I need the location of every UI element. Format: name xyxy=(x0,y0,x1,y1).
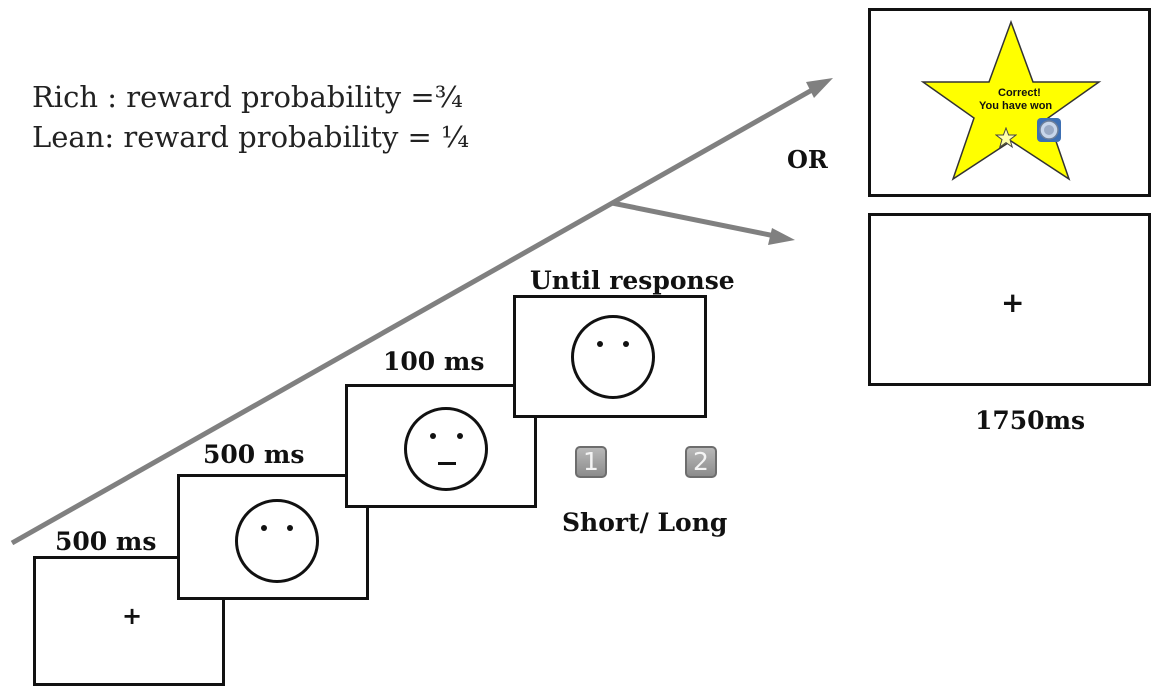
feedback-duration-label: 1750ms xyxy=(975,406,1086,435)
reward-feedback-screen: Correct! You have won xyxy=(868,8,1151,197)
rich-probability-text: Rich : reward probability =¾ xyxy=(32,80,463,114)
left-eye-icon xyxy=(430,433,436,439)
face-duration-label: 500 ms xyxy=(203,440,305,469)
lean-probability-text: Lean: reward probability = ¼ xyxy=(32,120,470,154)
response-duration-label: Until response xyxy=(530,266,735,295)
face-with-mouth-icon xyxy=(404,407,488,491)
key-1-icon: 1 xyxy=(575,446,607,478)
fixation-duration-label: 500 ms xyxy=(55,527,157,556)
reward-text-line1: Correct! xyxy=(998,87,1041,99)
face-icon xyxy=(235,499,319,583)
coin-icon xyxy=(1037,118,1061,142)
face-mouth-screen xyxy=(345,384,537,508)
response-label: Short/ Long xyxy=(562,508,728,537)
right-eye-icon xyxy=(457,433,463,439)
face-icon xyxy=(571,315,655,399)
response-screen xyxy=(513,295,707,418)
face-mouth-duration-label: 100 ms xyxy=(383,347,485,376)
no-reward-arrowhead xyxy=(768,228,795,245)
left-eye-icon xyxy=(261,525,267,531)
reward-arrowhead xyxy=(806,78,833,98)
fixation-cross: + xyxy=(122,602,143,630)
face-screen xyxy=(177,474,369,600)
or-label: OR xyxy=(787,145,828,174)
branch-line xyxy=(611,200,776,239)
reward-text-line2: You have won xyxy=(979,100,1053,112)
mouth-icon xyxy=(438,462,456,465)
key-2-icon: 2 xyxy=(685,446,717,478)
right-eye-icon xyxy=(623,341,629,347)
timeline-line xyxy=(10,87,814,546)
no-reward-feedback-screen: + xyxy=(868,213,1151,386)
small-star-icon xyxy=(995,127,1017,149)
left-eye-icon xyxy=(597,341,603,347)
fixation-cross: + xyxy=(1001,286,1025,319)
right-eye-icon xyxy=(287,525,293,531)
